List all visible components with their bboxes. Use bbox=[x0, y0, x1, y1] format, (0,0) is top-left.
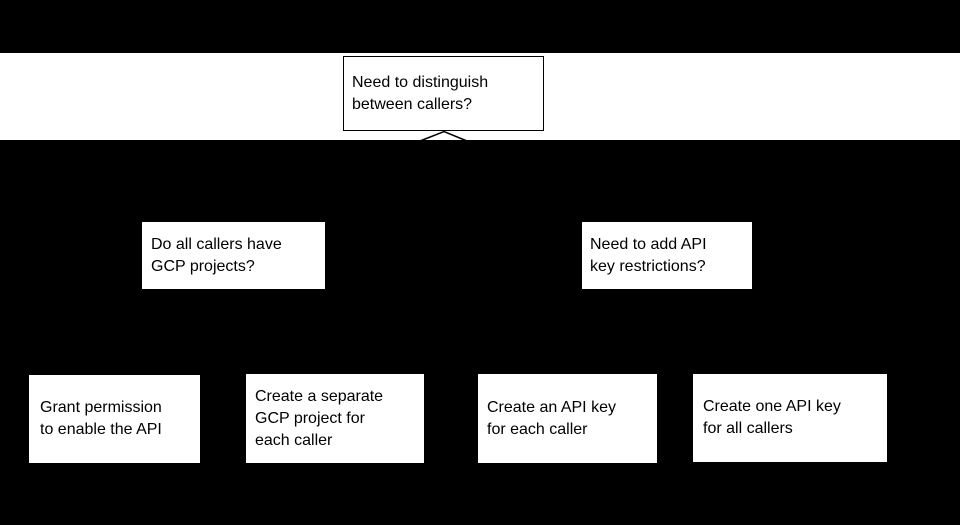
outcome-node-api-key-each-caller: Create an API key for each caller bbox=[478, 374, 657, 463]
decision-node-distinguish-callers: Need to distinguish between callers? bbox=[343, 56, 544, 131]
outcome-node-grant-permission: Grant permission to enable the API bbox=[29, 375, 200, 463]
decision-node-api-key-restrictions: Need to add API key restrictions? bbox=[582, 222, 752, 289]
outcome-node-separate-gcp-project: Create a separate GCP project for each c… bbox=[246, 374, 424, 463]
outcome-node-one-api-key-all-callers: Create one API key for all callers bbox=[693, 374, 887, 462]
decision-node-gcp-projects: Do all callers have GCP projects? bbox=[142, 222, 325, 289]
